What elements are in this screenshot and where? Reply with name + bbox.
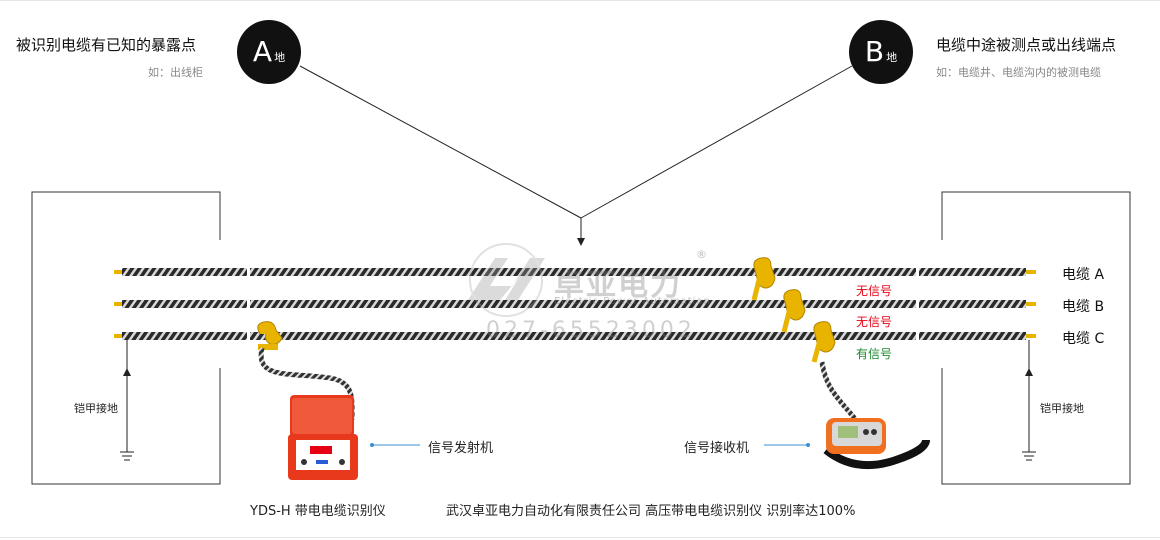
watermark-brand: 卓亚电力: [554, 268, 682, 303]
transmitter-label: 信号发射机: [428, 441, 494, 456]
right-ground-label: 铠甲接地: [1040, 402, 1084, 415]
transmitter-device-icon: [288, 395, 358, 480]
point-b-title: 电缆中途被测点或出线端点: [936, 36, 1117, 54]
transmitter-leader-dot: [370, 443, 374, 447]
clamp-cable-c-icon: [811, 321, 836, 363]
point-a-title: 被识别电缆有已知的暴露点: [16, 36, 197, 54]
receiver-label: 信号接收机: [684, 441, 750, 456]
cable-a-label: 电缆 A: [1062, 267, 1105, 283]
top-divider: [0, 0, 1160, 1]
clamp-cable-a-icon: [751, 257, 776, 301]
cable-b: [114, 300, 1036, 308]
cable-c: [114, 332, 1036, 340]
point-b-suffix: 地: [886, 51, 898, 64]
receiver-leader-dot: [806, 443, 810, 447]
point-b-subtitle: 如：电缆井、电缆沟内的被测电缆: [936, 66, 1101, 79]
line-b-to-point: [580, 65, 853, 219]
receiver-device-icon: [823, 418, 930, 470]
footer-text: 武汉卓亚电力自动化有限责任公司 高压带电电缆识别仪 识别率达100%: [446, 504, 856, 519]
right-enclosure: [941, 191, 1131, 485]
cable-b-signal: 无信号: [856, 315, 893, 329]
point-b-letter: B: [864, 35, 885, 68]
left-enclosure: [31, 191, 221, 485]
receiver-lead: [819, 361, 858, 422]
point-a-suffix: 地: [274, 51, 286, 64]
cable-c-label: 电缆 C: [1062, 331, 1105, 347]
clamp-cable-b-icon: [781, 289, 806, 333]
watermark-logo-icon: [468, 243, 545, 317]
cable-a: [114, 268, 1036, 276]
product-label: YDS-H 带电电缆识别仪: [250, 504, 386, 519]
arrow-head: [577, 238, 585, 246]
watermark-english: Electric Power Automation: [554, 296, 711, 307]
watermark-registered: ®: [696, 248, 707, 261]
line-a-to-point: [299, 65, 582, 219]
right-ground-icon: [1022, 340, 1036, 461]
cable-a-signal: 无信号: [856, 284, 893, 298]
bottom-divider: [0, 537, 1160, 538]
cable-c-signal: 有信号: [856, 347, 893, 361]
cable-b-label: 电缆 B: [1062, 299, 1105, 315]
left-ground-icon: [120, 340, 134, 461]
point-a-letter: A: [252, 35, 273, 68]
left-ground-label: 铠甲接地: [74, 402, 118, 415]
cable-break-marks: [246, 265, 919, 343]
point-a-subtitle: 如：出线柜: [148, 66, 203, 79]
transmitter-clamp-icon: [257, 321, 283, 350]
watermark-phone: 027-65523002: [486, 318, 696, 343]
